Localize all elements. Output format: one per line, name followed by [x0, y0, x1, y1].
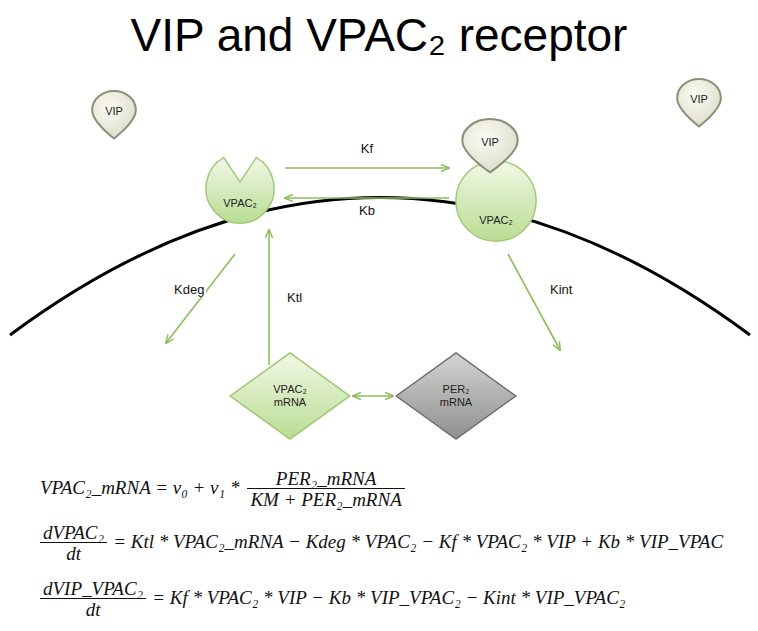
node-text: VPAC₂ mRNA [261, 383, 319, 408]
receptor-outline [203, 150, 277, 226]
degradation-arrow [166, 254, 235, 343]
cell-membrane [10, 198, 750, 336]
fraction-bar [40, 542, 107, 543]
equation-term: dt [86, 599, 101, 621]
node-text: VPAC₂ [223, 197, 256, 210]
rate-constant: Kint [548, 282, 574, 297]
rate-constant: Kdeg [172, 282, 206, 297]
reaction-arrow [285, 167, 449, 169]
vip-ligand: VIP [673, 78, 725, 128]
equation-term: VPAC₂_mRNA = v₀ + v₁ * [40, 477, 239, 499]
node-text: VIP [690, 93, 708, 106]
equation-term: = Ktl * VPAC₂_mRNA − Kdeg * VPAC₂ − Kf *… [113, 531, 723, 553]
fraction-bar [40, 598, 146, 599]
fraction-bar [247, 488, 404, 489]
equation-term: = Kf * VPAC₂ * VIP − Kb * VIP_VPAC₂ − Ki… [152, 587, 625, 609]
vip-ligand: VIP [88, 90, 140, 140]
equation-term: dt [66, 543, 81, 565]
vip-bound-ligand: VIP [457, 118, 523, 174]
reaction-arrow [285, 197, 449, 199]
vpac2-receptor: VPAC₂ [203, 150, 277, 226]
rate-constant: Kf [359, 141, 375, 156]
rate-constant: Ktl [285, 290, 304, 305]
equation-term: KM + PER₂_mRNA [250, 489, 401, 511]
reaction-arrow [268, 230, 270, 365]
node-text: VIP [105, 105, 123, 118]
per2-mrna-diamond: PER₂ mRNA [395, 352, 517, 440]
node-text: VIP [481, 136, 499, 149]
equation-term: PER₂_mRNA [276, 468, 377, 490]
circle-outline [455, 160, 537, 242]
equation-term: dVPAC₂ [43, 522, 104, 544]
node-text: VPAC₂ [479, 214, 512, 227]
vpac2-mrna-diamond: VPAC₂ mRNA [229, 352, 351, 440]
reaction-arrow [353, 395, 393, 397]
internalization-arrow [508, 254, 560, 350]
diagram-title: VIP and VPAC₂ receptor [0, 8, 758, 62]
vpac2-bound-receptor: VPAC₂ [455, 160, 537, 242]
rate-constant: Kb [357, 203, 377, 218]
node-text: PER₂ mRNA [427, 383, 485, 408]
equation-term: dVIP_VPAC₂ [43, 578, 143, 600]
